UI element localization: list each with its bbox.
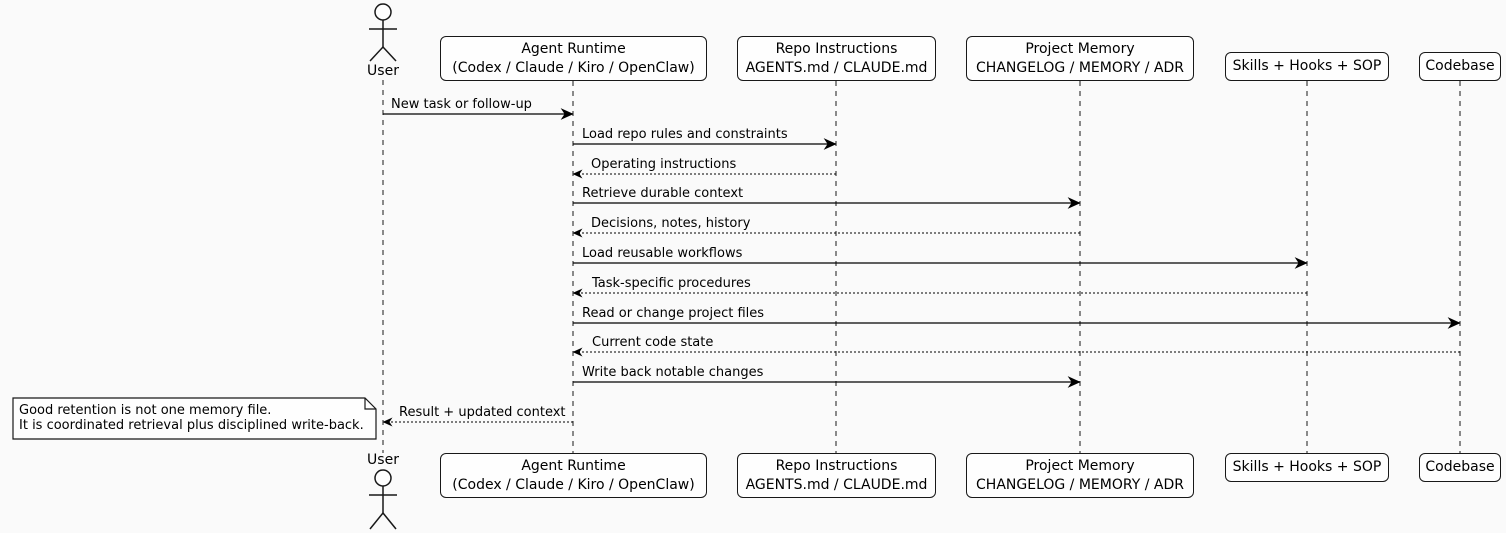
message-label-3: Operating instructions <box>591 157 737 172</box>
participant-codebase-bottom: Codebase <box>1419 453 1501 482</box>
participant-subtitle: (Codex / Claude / Kiro / OpenClaw) <box>452 59 695 76</box>
message-label-2: Load repo rules and constraints <box>582 127 788 142</box>
message-label-6: Load reusable workflows <box>582 246 743 261</box>
participant-subtitle: AGENTS.md / CLAUDE.md <box>745 476 928 493</box>
note-line-2: It is coordinated retrieval plus discipl… <box>19 418 364 433</box>
participant-name: Project Memory <box>1025 457 1135 474</box>
participant-project-memory-top: Project Memory CHANGELOG / MEMORY / ADR <box>966 36 1194 81</box>
message-label-10: Write back notable changes <box>582 365 764 380</box>
participant-name: Agent Runtime <box>521 40 626 57</box>
participant-name: Skills + Hooks + SOP <box>1232 459 1382 475</box>
participant-name: Repo Instructions <box>775 457 898 474</box>
participant-subtitle: AGENTS.md / CLAUDE.md <box>745 59 928 76</box>
participant-codebase-top: Codebase <box>1419 52 1501 81</box>
message-label-7: Task-specific procedures <box>592 276 751 291</box>
message-label-9: Current code state <box>592 335 714 350</box>
note-line-1: Good retention is not one memory file. <box>19 403 272 418</box>
participant-subtitle: CHANGELOG / MEMORY / ADR <box>976 59 1184 76</box>
participant-name: Project Memory <box>1025 40 1135 57</box>
note-shape <box>12 397 377 440</box>
participant-subtitle: (Codex / Claude / Kiro / OpenClaw) <box>452 476 695 493</box>
participant-agent-runtime-bottom: Agent Runtime (Codex / Claude / Kiro / O… <box>440 453 707 498</box>
participant-agent-runtime-top: Agent Runtime (Codex / Claude / Kiro / O… <box>440 36 707 81</box>
participant-repo-instructions-top: Repo Instructions AGENTS.md / CLAUDE.md <box>737 36 936 81</box>
message-label-5: Decisions, notes, history <box>591 216 751 231</box>
user-actor-icon-bottom <box>369 469 397 530</box>
participant-name: Repo Instructions <box>775 40 898 57</box>
actor-label-user-top: User <box>367 63 399 79</box>
participant-subtitle: CHANGELOG / MEMORY / ADR <box>976 476 1184 493</box>
actor-label-user-bottom: User <box>367 452 399 468</box>
participant-project-memory-bottom: Project Memory CHANGELOG / MEMORY / ADR <box>966 453 1194 498</box>
participant-skills-bottom: Skills + Hooks + SOP <box>1225 453 1389 482</box>
message-label-4: Retrieve durable context <box>582 186 744 201</box>
participant-skills-top: Skills + Hooks + SOP <box>1225 52 1389 81</box>
message-label-8: Read or change project files <box>582 306 765 321</box>
participant-name: Codebase <box>1425 459 1495 475</box>
message-label-1: New task or follow-up <box>391 97 532 112</box>
user-actor-icon <box>369 3 397 62</box>
participant-repo-instructions-bottom: Repo Instructions AGENTS.md / CLAUDE.md <box>737 453 936 498</box>
participant-name: Codebase <box>1425 58 1495 74</box>
participant-name: Skills + Hooks + SOP <box>1232 58 1382 74</box>
participant-name: Agent Runtime <box>521 457 626 474</box>
message-label-11: Result + updated context <box>399 405 566 420</box>
